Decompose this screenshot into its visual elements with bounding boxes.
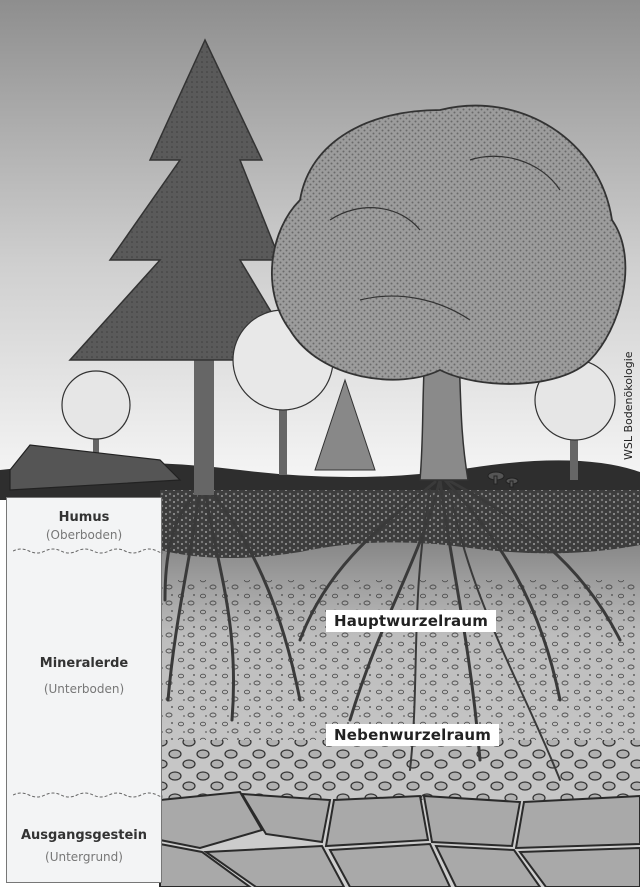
- bedrock-layer: [160, 792, 640, 887]
- soil-layer-legend: Humus (Oberboden) Mineralerde (Unterbode…: [6, 497, 162, 883]
- gravel-layer: [160, 740, 640, 800]
- layer-title-mineralerde: Mineralerde: [7, 656, 161, 671]
- zone-label-main-root: Hauptwurzelraum: [326, 610, 496, 632]
- layer-subtitle-ausgangsgestein: (Untergrund): [7, 850, 161, 864]
- layer-divider-2: [13, 790, 163, 800]
- layer-subtitle-humus: (Oberboden): [7, 528, 161, 542]
- layer-title-ausgangsgestein: Ausgangsgestein: [7, 828, 161, 843]
- layer-subtitle-mineralerde: (Unterboden): [7, 682, 161, 696]
- zone-label-secondary-root: Nebenwurzelraum: [326, 724, 499, 746]
- image-credit: WSL Bodenökologie: [622, 351, 635, 460]
- layer-divider-1: [13, 546, 163, 556]
- layer-title-humus: Humus: [7, 510, 161, 525]
